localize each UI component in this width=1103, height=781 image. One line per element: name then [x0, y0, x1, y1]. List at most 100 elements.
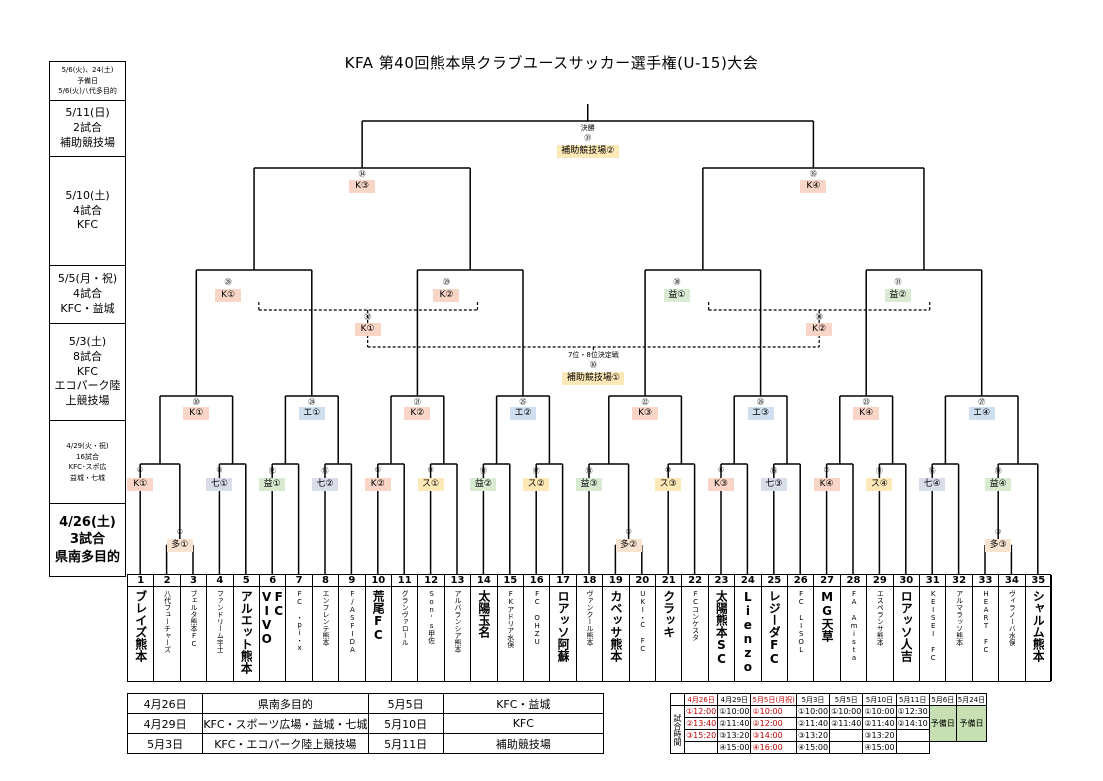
match-time: ①10:00	[717, 705, 752, 718]
team-number: 11	[392, 575, 418, 587]
final-label: 決勝	[580, 124, 595, 132]
match-time: ①10:00	[795, 705, 831, 718]
r1-venue: K④	[813, 478, 840, 491]
team-number: 2	[154, 575, 180, 587]
match-number: ㉘	[224, 278, 232, 286]
match-time: ④15:00	[717, 741, 752, 754]
match-number: ㉕	[519, 398, 527, 406]
team-name: 八代フューチャーズ	[163, 590, 171, 653]
r1-venue: ス③	[655, 478, 682, 491]
schedule-day: 5/11(日) 2試合 補助競技場	[49, 100, 126, 157]
prelim-venue: 多②	[615, 539, 642, 552]
team-number: 22	[682, 575, 708, 587]
third-place-venue: 補助競技場①	[562, 372, 625, 385]
r2-venue: エ①	[298, 407, 325, 420]
time-date-header: 5月5日(月祝)	[750, 693, 797, 706]
team-number: 26	[788, 575, 814, 587]
team-number: 30	[893, 575, 919, 587]
team-column: 2 八代フューチャーズ	[154, 575, 181, 681]
time-date-header: 4月26日	[683, 693, 719, 706]
match-number: ⑱	[770, 467, 778, 475]
match-number: ㉖	[757, 398, 765, 406]
team-name: 太陽熊本SC	[715, 590, 728, 666]
team-column: 5 アルエット熊本	[233, 575, 260, 681]
time-date-header: 5月6日	[928, 693, 957, 706]
match-number: ⑬	[479, 467, 487, 475]
match-number: ⑳	[192, 398, 200, 406]
team-name: グランヴァロール	[401, 590, 409, 646]
team-number: 12	[418, 575, 444, 587]
venue-date: 5月5日	[367, 693, 444, 714]
r1-venue: 七②	[312, 478, 338, 491]
match-number: ④	[137, 466, 144, 474]
team-name: Son's甲佐	[427, 590, 435, 644]
match-time: ③14:00	[750, 729, 797, 742]
team-number: 24	[735, 575, 761, 587]
match-time: ③13:20	[862, 729, 897, 742]
r3-venue: 益②	[884, 289, 911, 302]
match-time: ①10:00	[862, 705, 897, 718]
r1-venue: 益②	[470, 478, 497, 491]
r1-venue: ス②	[523, 478, 550, 491]
match-number: ⑪	[875, 467, 883, 475]
team-number: 15	[497, 575, 523, 587]
team-number: 32	[946, 575, 972, 587]
match-time: ④15:00	[862, 741, 897, 754]
team-number: 16	[524, 575, 550, 587]
team-name: ブレイズ熊本	[134, 590, 147, 662]
time-date-header: 5月5日	[829, 693, 864, 706]
time-date-header: 5月24日	[955, 693, 988, 706]
time-date-header: 5月3日	[795, 693, 831, 706]
team-name: アルエット熊本	[240, 590, 253, 674]
r1-venue: ス④	[866, 478, 893, 491]
match-time	[683, 741, 719, 754]
final-venue: 補助競技場②	[556, 145, 619, 158]
venue-name: KFC・スポーツ広場・益城・七城	[202, 713, 369, 734]
third-place-label: 7位・8位決定戦	[567, 351, 619, 359]
match-number: ㉑	[413, 398, 421, 406]
team-name: KEISEI FC	[929, 590, 937, 662]
match-number: ⑮	[928, 467, 936, 475]
r1-venue: 七④	[919, 478, 946, 491]
team-number: 19	[603, 575, 629, 587]
team-name: FC OHZU	[533, 590, 541, 646]
team-number: 34	[999, 575, 1025, 587]
team-number: 3	[180, 575, 207, 587]
team-number: 27	[814, 575, 840, 587]
team-name: エンフレンテ熊本	[321, 590, 329, 646]
match-number: ⑲	[994, 467, 1002, 475]
r1-venue: K③	[708, 478, 734, 491]
team-name: FA Amista	[849, 590, 857, 662]
team-number: 1	[128, 575, 154, 587]
venue-date: 4月26日	[126, 693, 204, 714]
r2-venue: K②	[404, 407, 431, 420]
time-corner	[670, 693, 685, 706]
match-time: ②11:40	[829, 717, 864, 730]
match-time: ①10:00	[750, 705, 797, 718]
team-number: 33	[972, 575, 999, 587]
team-number: 20	[629, 575, 655, 587]
team-name: HEART FC	[981, 590, 989, 654]
match-number: ㉛	[894, 278, 902, 286]
match-number: ㉜	[364, 313, 372, 321]
match-time: ③15:20	[683, 729, 719, 742]
venue-name: KFC・エコパーク陸上競技場	[202, 733, 369, 754]
match-number: ㉟	[809, 170, 817, 178]
team-number: 10	[365, 575, 391, 587]
team-number: 5	[233, 575, 259, 587]
team-number: 18	[576, 575, 603, 587]
